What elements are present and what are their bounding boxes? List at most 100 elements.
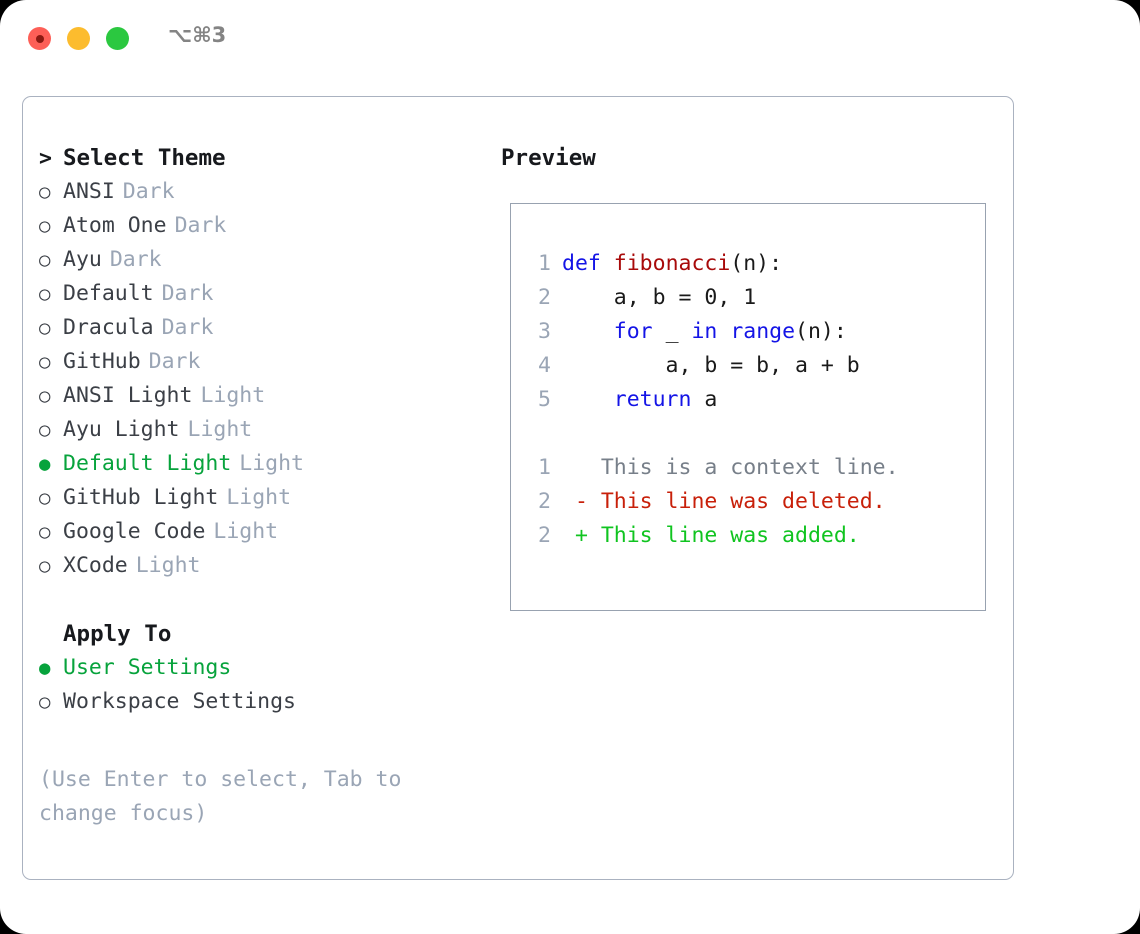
theme-name: XCode <box>63 553 128 578</box>
code-token: a, b = b, a + b <box>562 353 860 378</box>
diff-line: 2 + This line was added. <box>525 519 899 553</box>
code-token: a, b = 0, 1 <box>562 285 757 310</box>
theme-variant-tag: Light <box>187 417 253 442</box>
apply-to-label: User Settings <box>63 655 232 680</box>
code-token <box>562 387 614 412</box>
apply-to-title: Apply To <box>63 621 172 647</box>
close-window-button[interactable] <box>28 27 51 50</box>
code-token: def <box>562 251 601 276</box>
theme-variant-tag: Light <box>213 519 279 544</box>
diff-text: - This line was deleted. <box>562 489 886 514</box>
theme-list-item[interactable]: ○ XCode Light <box>39 549 479 583</box>
radio-selected-icon: ● <box>39 657 51 679</box>
apply-to-option[interactable]: ● User Settings <box>39 651 479 685</box>
list-spacer <box>39 583 479 617</box>
apply-to-option[interactable]: ○ Workspace Settings <box>39 685 479 719</box>
spacer-marker: ○ <box>39 618 63 652</box>
radio-unselected-icon: ○ <box>39 487 51 509</box>
line-number: 2 <box>538 523 551 548</box>
theme-name: Default Light <box>63 451 232 476</box>
radio-selected-icon: ● <box>39 453 51 475</box>
theme-name: Google Code <box>63 519 206 544</box>
code-token: a <box>691 387 718 412</box>
code-token <box>717 319 730 344</box>
theme-list-item[interactable]: ○ Ayu Light Light <box>39 413 479 447</box>
theme-name: Atom One <box>63 213 167 238</box>
code-token <box>601 251 614 276</box>
code-line: 4 a, b = b, a + b <box>525 349 899 383</box>
apply-to-list: ● User Settings ○ Workspace Settings <box>39 651 479 719</box>
caret-icon: > <box>39 146 52 171</box>
line-number: 2 <box>538 285 551 310</box>
radio-unselected-icon: ○ <box>39 691 51 713</box>
theme-name: GitHub <box>63 349 141 374</box>
select-theme-heading: > Select Theme <box>39 141 479 175</box>
theme-list-item[interactable]: ○ GitHub Light Light <box>39 481 479 515</box>
minimize-window-button[interactable] <box>67 27 90 50</box>
radio-unselected-icon: ○ <box>39 249 51 271</box>
diff-text: This is a context line. <box>562 455 899 480</box>
code-line: 3 for _ in range(n): <box>525 315 899 349</box>
radio-unselected-icon: ○ <box>39 521 51 543</box>
apply-to-heading: ○Apply To <box>39 617 479 651</box>
theme-name: Default <box>63 281 154 306</box>
diff-line: 2 - This line was deleted. <box>525 485 899 519</box>
code-token: for <box>613 319 653 344</box>
diff-line: 1 This is a context line. <box>525 451 899 485</box>
line-number: 1 <box>538 455 551 480</box>
radio-unselected-icon: ○ <box>39 385 51 407</box>
theme-list-item[interactable]: ○ ANSI Dark <box>39 175 479 209</box>
select-theme-title: Select Theme <box>63 145 226 171</box>
radio-unselected-icon: ○ <box>39 351 51 373</box>
code-line: 5 return a <box>525 383 899 417</box>
theme-list-item[interactable]: ○ GitHub Dark <box>39 345 479 379</box>
radio-unselected-icon: ○ <box>39 283 51 305</box>
theme-variant-tag: Dark <box>122 179 175 204</box>
line-number: 3 <box>538 319 551 344</box>
theme-name: Dracula <box>63 315 154 340</box>
theme-name: Ayu <box>63 247 102 272</box>
theme-variant-tag: Light <box>135 553 201 578</box>
theme-name: GitHub Light <box>63 485 219 510</box>
radio-unselected-icon: ○ <box>39 555 51 577</box>
code-token: in <box>691 319 718 344</box>
help-text: (Use Enter to select, Tab to change focu… <box>39 763 451 831</box>
theme-name: Ayu Light <box>63 417 180 442</box>
radio-unselected-icon: ○ <box>39 317 51 339</box>
theme-list-item[interactable]: ○ Google Code Light <box>39 515 479 549</box>
line-number: 4 <box>538 353 551 378</box>
code-token <box>562 319 614 344</box>
code-token: fibonacci <box>613 251 731 276</box>
radio-unselected-icon: ○ <box>39 181 51 203</box>
radio-unselected-icon: ○ <box>39 419 51 441</box>
maximize-window-button[interactable] <box>106 27 129 50</box>
code-token: (n): <box>795 319 847 344</box>
preview-title: Preview <box>501 145 596 171</box>
help-line-1: (Use Enter to select, Tab to <box>39 767 402 792</box>
help-line-2: change focus) <box>39 801 208 826</box>
apply-to-label: Workspace Settings <box>63 689 296 714</box>
radio-unselected-icon: ○ <box>39 215 51 237</box>
theme-name: ANSI <box>63 179 115 204</box>
keyboard-shortcut-label: ⌥⌘3 <box>168 23 227 47</box>
theme-variant-tag: Light <box>226 485 292 510</box>
title-bar: ⌥⌘3 <box>0 0 1140 78</box>
theme-name: ANSI Light <box>63 383 193 408</box>
line-number: 5 <box>538 387 551 412</box>
theme-variant-tag: Dark <box>148 349 201 374</box>
line-number: 1 <box>538 251 551 276</box>
code-line: 2 a, b = 0, 1 <box>525 281 899 315</box>
code-token: _ <box>652 319 692 344</box>
